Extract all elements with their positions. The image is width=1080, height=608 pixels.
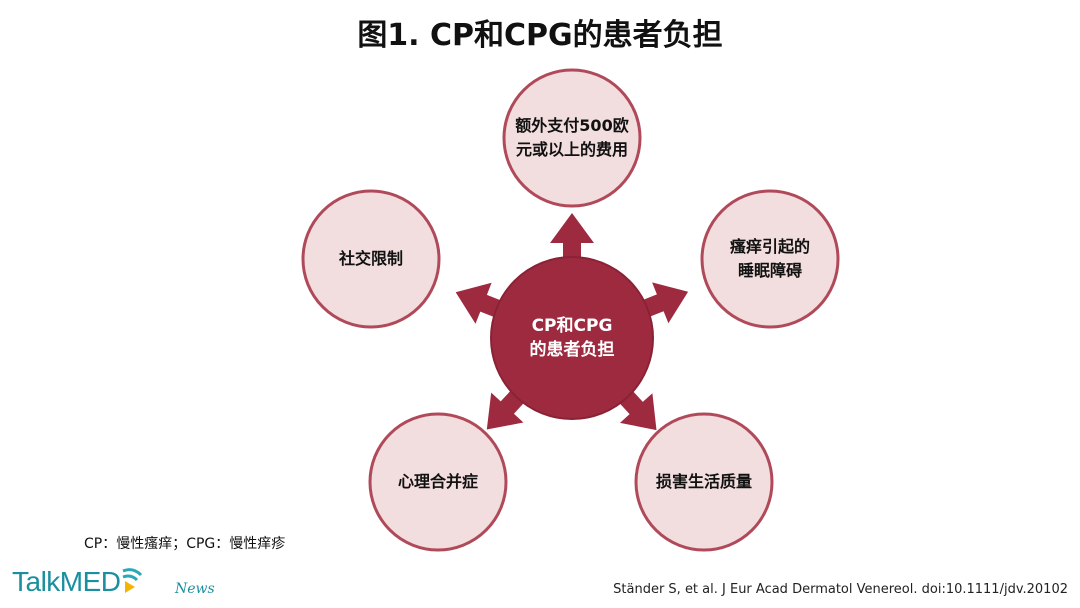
abbreviation-footnote: CP：慢性瘙痒；CPG：慢性痒疹 (84, 536, 286, 552)
node-label-sleep: 瘙痒引起的 睡眠障碍 (729, 237, 810, 280)
center-circle (490, 256, 654, 420)
node-label-psych: 心理合并症 (397, 472, 478, 491)
node-circle-quality (634, 412, 774, 552)
center-label: CP和CPG 的患者负担 (529, 316, 615, 360)
node-label-social: 社交限制 (338, 249, 403, 268)
node-circle-social (301, 189, 441, 329)
node-circle-psych (368, 412, 508, 552)
play-signal-icon (121, 568, 142, 593)
node-circle-sleep (700, 189, 840, 329)
talkmed-logo: TalkMED (12, 562, 145, 602)
node-label-cost: 额外支付500欧 元或以上的费用 (515, 116, 629, 159)
figure-title: 图1. CP和CPG的患者负担 (357, 18, 723, 53)
logo-news: News (175, 581, 215, 597)
logo-text: TalkMED (12, 566, 121, 597)
node-circle-cost (502, 68, 642, 208)
citation: Ständer S, et al. J Eur Acad Dermatol Ve… (613, 582, 1068, 597)
arrow-to-cost (550, 213, 594, 268)
node-label-quality: 损害生活质量 (655, 472, 752, 491)
